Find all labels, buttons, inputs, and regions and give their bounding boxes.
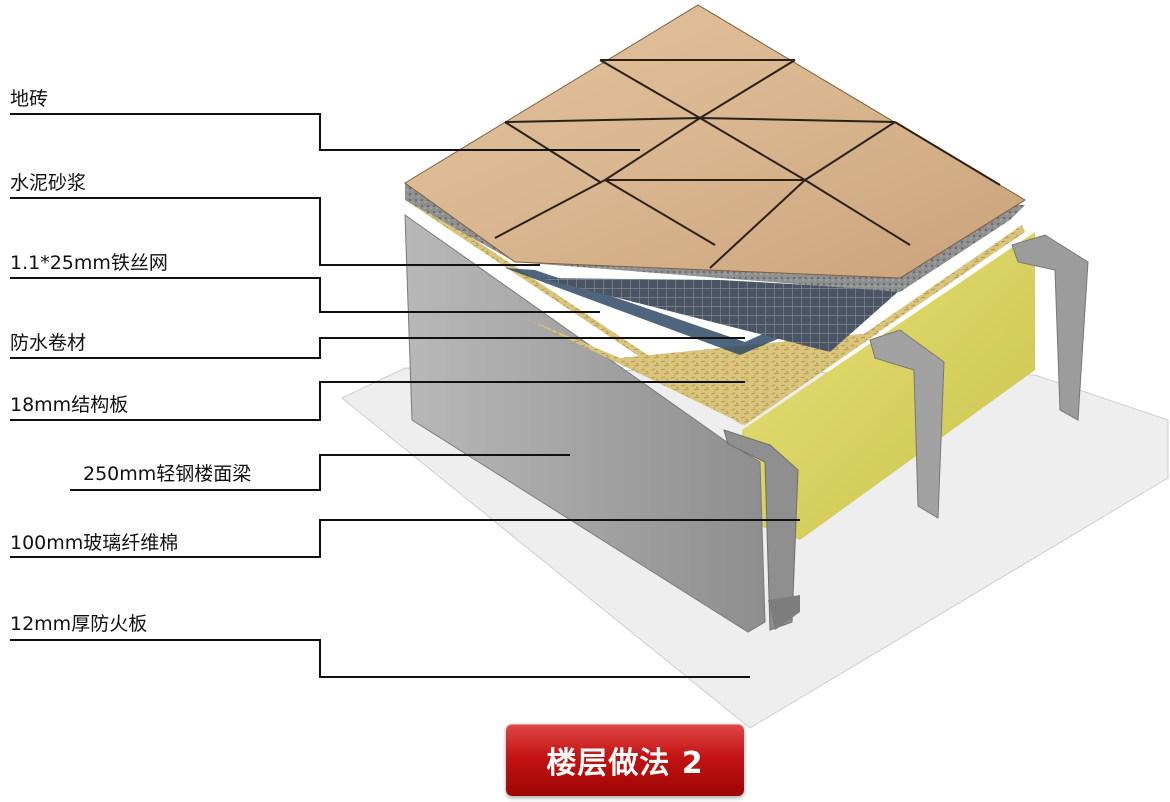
steel-beam-end-flange [768,595,800,630]
layer-label-waterproof: 防水卷材 [10,332,87,354]
layer-label-structural-board: 18mm结构板 [10,394,129,416]
leader-lines [10,113,800,678]
structural-board-layer [405,193,1025,425]
layer-label-floor-tile: 地砖 [10,88,49,110]
leader-line-6 [70,454,570,491]
leader-line-5 [10,381,745,421]
steel-beam-front-face [404,214,766,633]
layer-label-wire-mesh: 1.1*25mm铁丝网 [10,252,168,274]
structural-board-top [525,235,1020,425]
leader-line-4 [10,337,745,359]
leader-line-7 [10,519,800,558]
layer-label-steel-beam: 250mm轻钢楼面梁 [83,463,252,485]
glass-wool-insulation [742,232,1035,540]
title-text: 楼层做法 2 [546,746,704,781]
leader-line-2 [10,197,540,266]
steel-joist-middle [869,329,945,519]
layer-label-fireboard: 12mm厚防火板 [10,613,148,635]
leader-line-3 [10,277,600,313]
steel-joist-back [1011,234,1089,421]
leader-line-8 [10,639,750,678]
layer-label-cement-mortar: 水泥砂浆 [10,172,87,194]
steel-beam-end-cap [723,429,799,631]
floor-tile-surface [404,4,1026,279]
wire-mesh-layer [540,278,900,352]
title-banner: 楼层做法 2 [506,724,744,796]
layer-label-glass-wool: 100mm玻璃纤维棉 [10,532,179,554]
leader-line-1 [10,113,640,151]
tile-grout-lines [494,59,1001,269]
